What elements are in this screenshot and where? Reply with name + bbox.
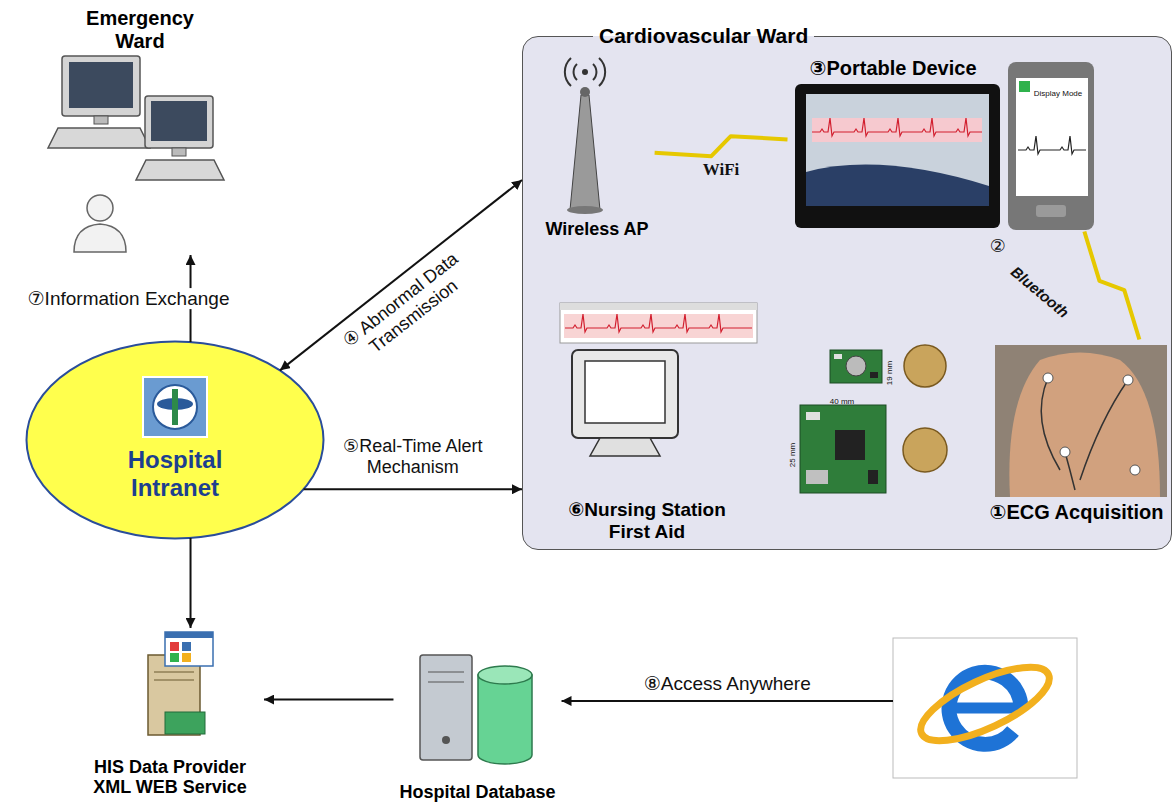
browser-icon-art	[911, 653, 1058, 756]
database-icon	[478, 666, 532, 684]
emergency-computers	[151, 101, 207, 141]
emergency-computers	[69, 62, 133, 108]
emergency-computers	[172, 148, 186, 156]
arrow-connector	[562, 700, 893, 702]
web-service-icon	[165, 712, 205, 734]
database-icon	[442, 736, 450, 744]
web-service-icon	[148, 632, 213, 735]
web-service-icon	[182, 653, 191, 662]
edge-label: ⑧Access Anywhere	[644, 673, 811, 695]
browser-icon-art	[951, 703, 1021, 714]
node-label: Wireless AP	[545, 219, 648, 240]
browser-icon-art	[893, 638, 1077, 778]
database-icon	[420, 655, 532, 764]
person-icon	[87, 195, 113, 221]
database-icon	[428, 672, 464, 673]
person-icon	[74, 195, 126, 252]
browser-icon	[893, 638, 1077, 778]
emergency-computers	[94, 116, 108, 124]
node-label: ⑥Nursing Station First Aid	[561, 499, 733, 543]
node-label: Hospital Intranet	[95, 446, 255, 501]
portable-device: ③Portable Device	[788, 55, 1095, 232]
edge-label: WiFi	[703, 160, 740, 180]
ward-panel: Cardiovascular WardWireless AP③Portable …	[522, 36, 1172, 550]
web-service-icon	[154, 672, 194, 673]
database: Hospital Database	[393, 650, 561, 805]
dimension: 40 mm	[830, 397, 854, 406]
node-label: ①ECG Acquisition	[990, 501, 1164, 524]
dimension: 19 mm	[885, 361, 894, 385]
arrow-connector	[280, 180, 522, 370]
web-service-icon	[165, 632, 213, 638]
web-service-icon	[170, 642, 179, 651]
ward-illustration: Emergency Ward	[35, 5, 245, 255]
web-service-icon	[170, 653, 179, 662]
dimension: 25 mm	[788, 443, 797, 467]
edge-label: ④ Abnormal Data Transmission	[326, 238, 489, 379]
emergency-computers	[48, 128, 150, 148]
edge-label: ⑤Real-Time Alert Mechanism	[338, 437, 488, 478]
web-service: HIS Data Provider XML WEB Service	[76, 628, 264, 800]
node-label: Emergency Ward	[78, 7, 203, 53]
browser-icon-art	[949, 672, 1021, 744]
web-service-icon	[148, 655, 200, 735]
emergency-computers	[145, 96, 213, 148]
access-point: Wireless AP	[539, 45, 654, 242]
arrow-connector	[190, 538, 192, 628]
web-service-icon	[154, 680, 194, 681]
node-label: HIS Data Provider XML WEB Service	[82, 757, 258, 798]
person-icon	[74, 224, 126, 252]
web-service-icon	[165, 632, 213, 666]
node-label: ③Portable Device	[810, 57, 977, 80]
database-icon	[428, 682, 464, 683]
intranet-ellipse: Hospital Intranet	[25, 340, 325, 540]
emergency-computers	[136, 160, 224, 180]
screen-text: Display Mode	[1034, 89, 1082, 98]
edge-label: ②	[990, 235, 1006, 256]
ellipse-outline	[25, 340, 325, 540]
ecg-device: ①ECG Acquisition	[788, 340, 1168, 526]
nursing-station: ⑥Nursing Station First Aid	[535, 300, 760, 545]
web-service-icon	[182, 642, 191, 651]
browser-icon-art	[893, 638, 1077, 778]
emergency-computers	[48, 56, 224, 180]
edge-label: ⑦Information Exchange	[25, 288, 233, 310]
database-icon	[420, 655, 472, 760]
database-icon	[478, 675, 532, 764]
arrow-connector	[304, 488, 522, 490]
panel-heading: Cardiovascular Ward	[593, 24, 814, 48]
ellipse-outline	[27, 342, 324, 539]
emergency-computers	[62, 56, 140, 116]
node-label: Hospital Database	[399, 782, 555, 803]
arrow-connector	[264, 699, 393, 701]
